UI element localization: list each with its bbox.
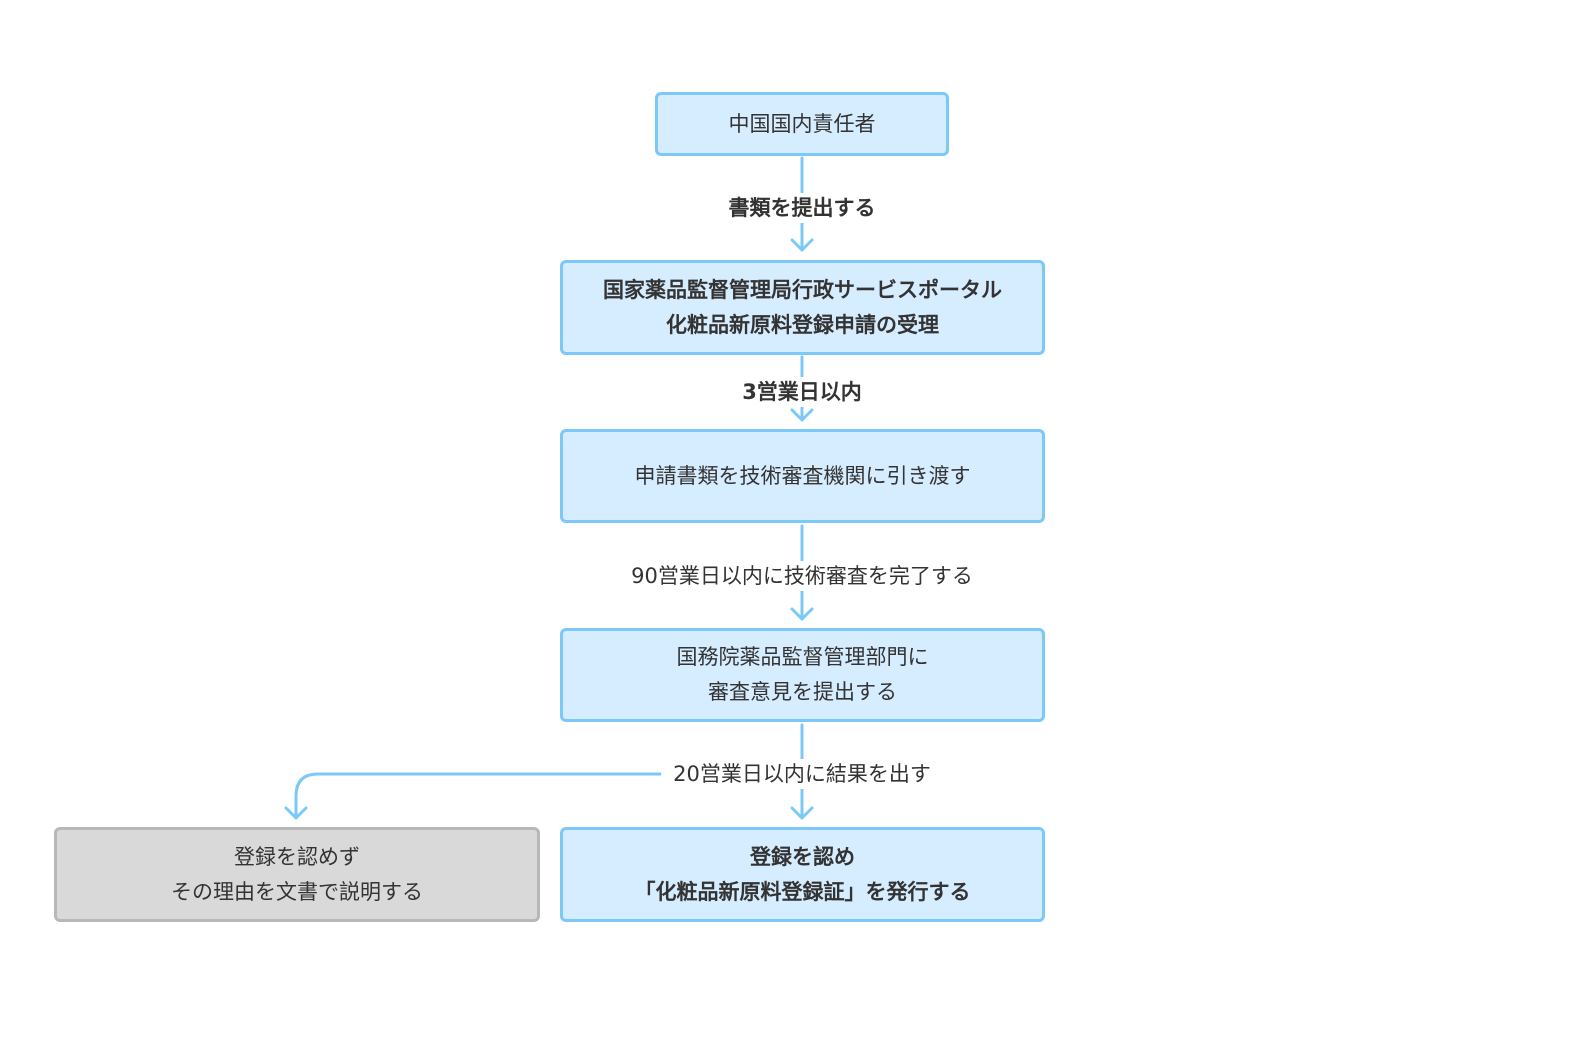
node-text: 化粧品新原料登録申請の受理: [666, 312, 939, 337]
node-handover: 申請書類を技術審査機関に引き渡す: [560, 429, 1045, 523]
node-approved: 登録を認め 「化粧品新原料登録証」を発行する: [560, 827, 1045, 922]
arrowhead-reject-branch: [284, 806, 308, 820]
arrowhead-three-days: [790, 408, 814, 422]
node-text: 登録を認めず: [234, 844, 360, 869]
arrowhead-submit: [790, 238, 814, 252]
node-review-opinion: 国務院薬品監督管理部門に 審査意見を提出する: [560, 628, 1045, 722]
node-text: 申請書類を技術審査機関に引き渡す: [634, 463, 971, 488]
node-text: 国務院薬品監督管理部門に: [676, 645, 929, 669]
node-portal-acceptance: 国家薬品監督管理局行政サービスポータル 化粧品新原料登録申請の受理: [560, 260, 1045, 355]
node-responsible-person: 中国国内責任者: [655, 92, 949, 156]
edge-label-ninety-days: 90営業日以内に技術審査を完了する: [619, 561, 985, 591]
connector-reject-branch: [294, 772, 804, 820]
arrowhead-twenty-days: [790, 806, 814, 820]
arrowhead-ninety-days: [790, 607, 814, 621]
node-text: 国家薬品監督管理局行政サービスポータル: [603, 277, 1002, 302]
node-rejected: 登録を認めず その理由を文書で説明する: [54, 827, 540, 922]
edge-label-submit: 書類を提出する: [716, 193, 888, 223]
node-text: その理由を文書で説明する: [171, 879, 423, 904]
node-text: 「化粧品新原料登録証」を発行する: [634, 879, 971, 904]
node-text: 審査意見を提出する: [708, 680, 897, 704]
node-text: 中国国内責任者: [728, 111, 876, 136]
edge-label-twenty-days: 20営業日以内に結果を出す: [661, 759, 943, 789]
node-text: 登録を認め: [750, 844, 855, 869]
edge-label-three-days: 3営業日以内: [730, 377, 874, 407]
